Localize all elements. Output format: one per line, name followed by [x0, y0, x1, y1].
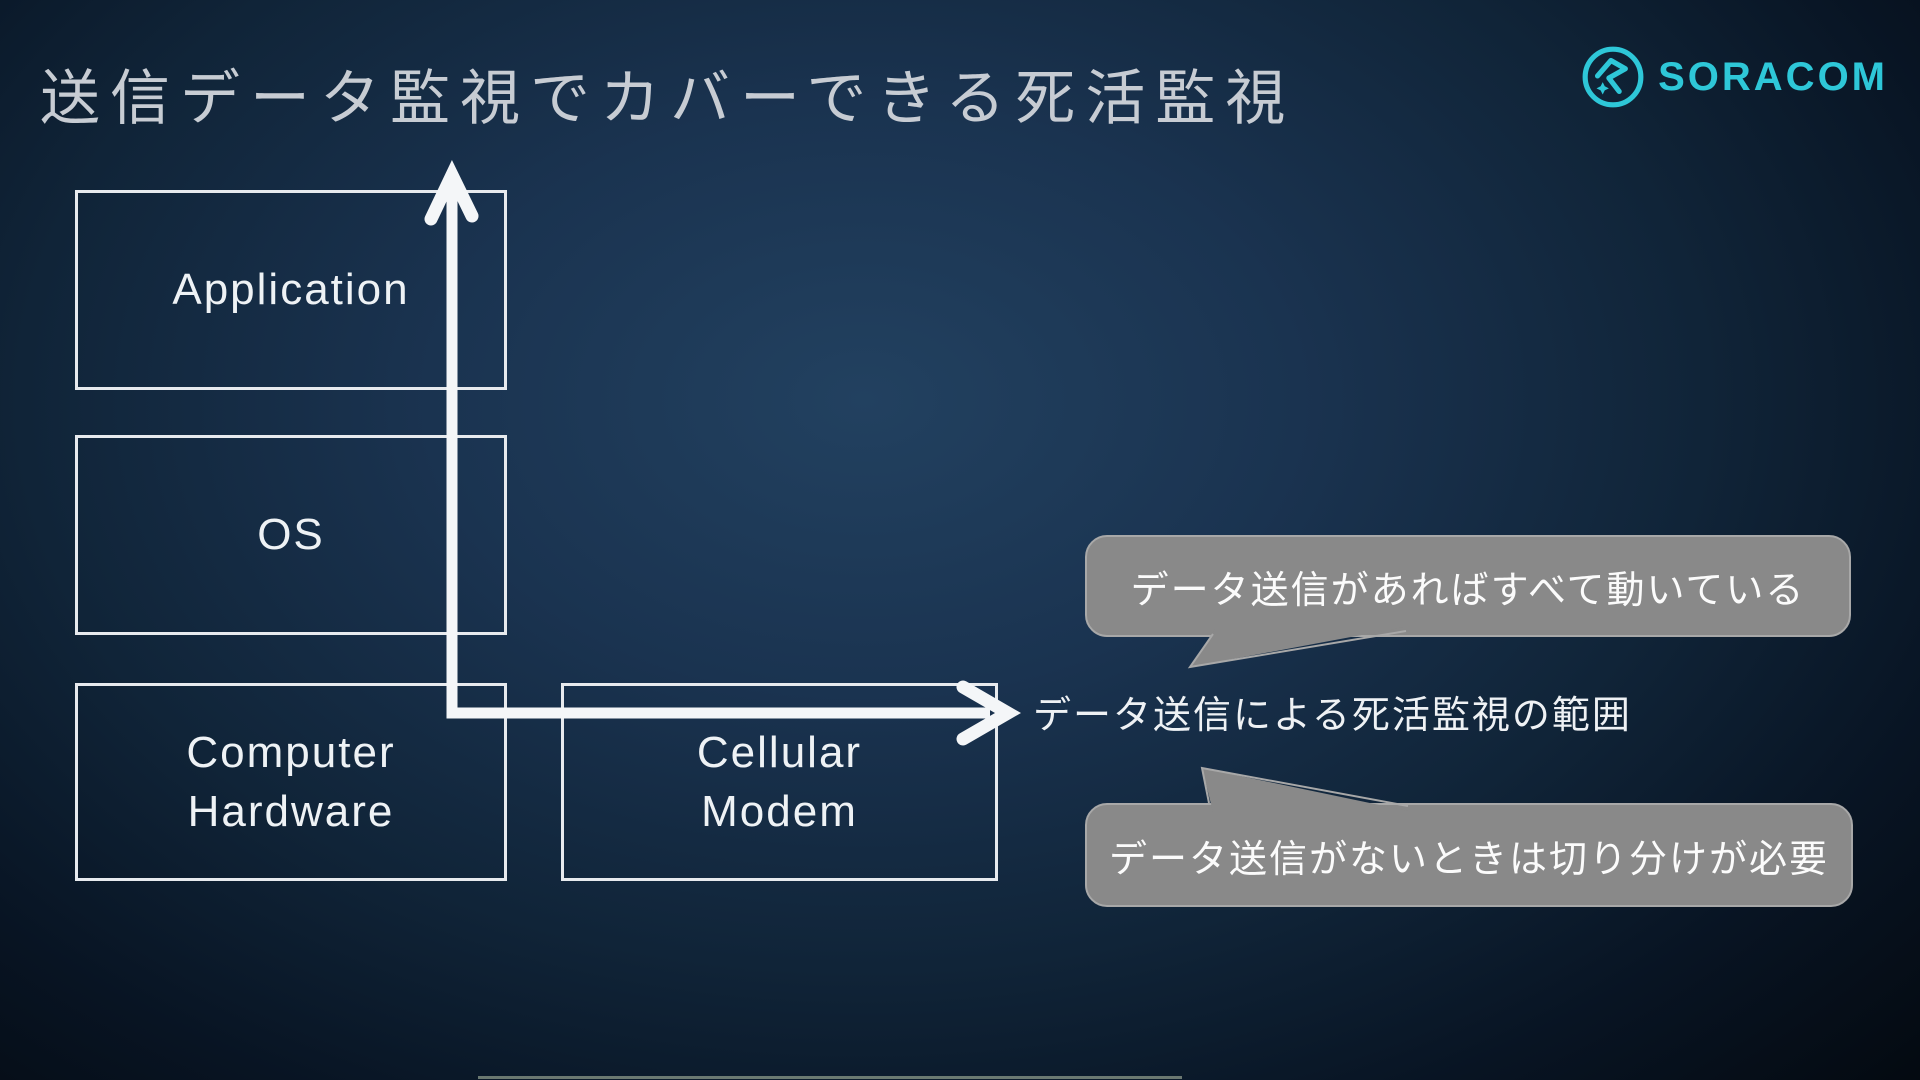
callout-data-absent: データ送信がないときは切り分けが必要 — [1085, 803, 1853, 907]
soracom-mark-icon — [1582, 46, 1644, 108]
callout-data-present: データ送信があればすべて動いている — [1085, 535, 1851, 637]
arrow-scope-label: データ送信による死活監視の範囲 — [1033, 695, 1632, 737]
box-os-label: OS — [257, 510, 325, 560]
box-computer-hardware: Computer Hardware — [75, 683, 507, 881]
callout-data-present-text: データ送信があればすべて動いている — [1130, 569, 1806, 612]
callout-data-absent-tail-outline — [1200, 766, 1409, 807]
callout-data-absent-text: データ送信がないときは切り分けが必要 — [1108, 838, 1829, 881]
box-cellular-modem-label: Cellular Modem — [696, 727, 863, 836]
box-cellular-modem: Cellular Modem — [561, 683, 998, 881]
box-application-label: Application — [172, 265, 410, 315]
box-os: OS — [75, 435, 507, 635]
box-computer-hardware-label: Computer Hardware — [186, 727, 396, 836]
box-application: Application — [75, 190, 507, 390]
soracom-logo-text: SORACOM — [1658, 55, 1888, 99]
arrow-shaft — [446, 186, 990, 719]
slide-title: 送信データ監視でカバーできる死活監視 — [40, 65, 1296, 132]
soracom-logo: SORACOM — [1580, 44, 1888, 110]
bottom-accent-line — [478, 1076, 1182, 1079]
